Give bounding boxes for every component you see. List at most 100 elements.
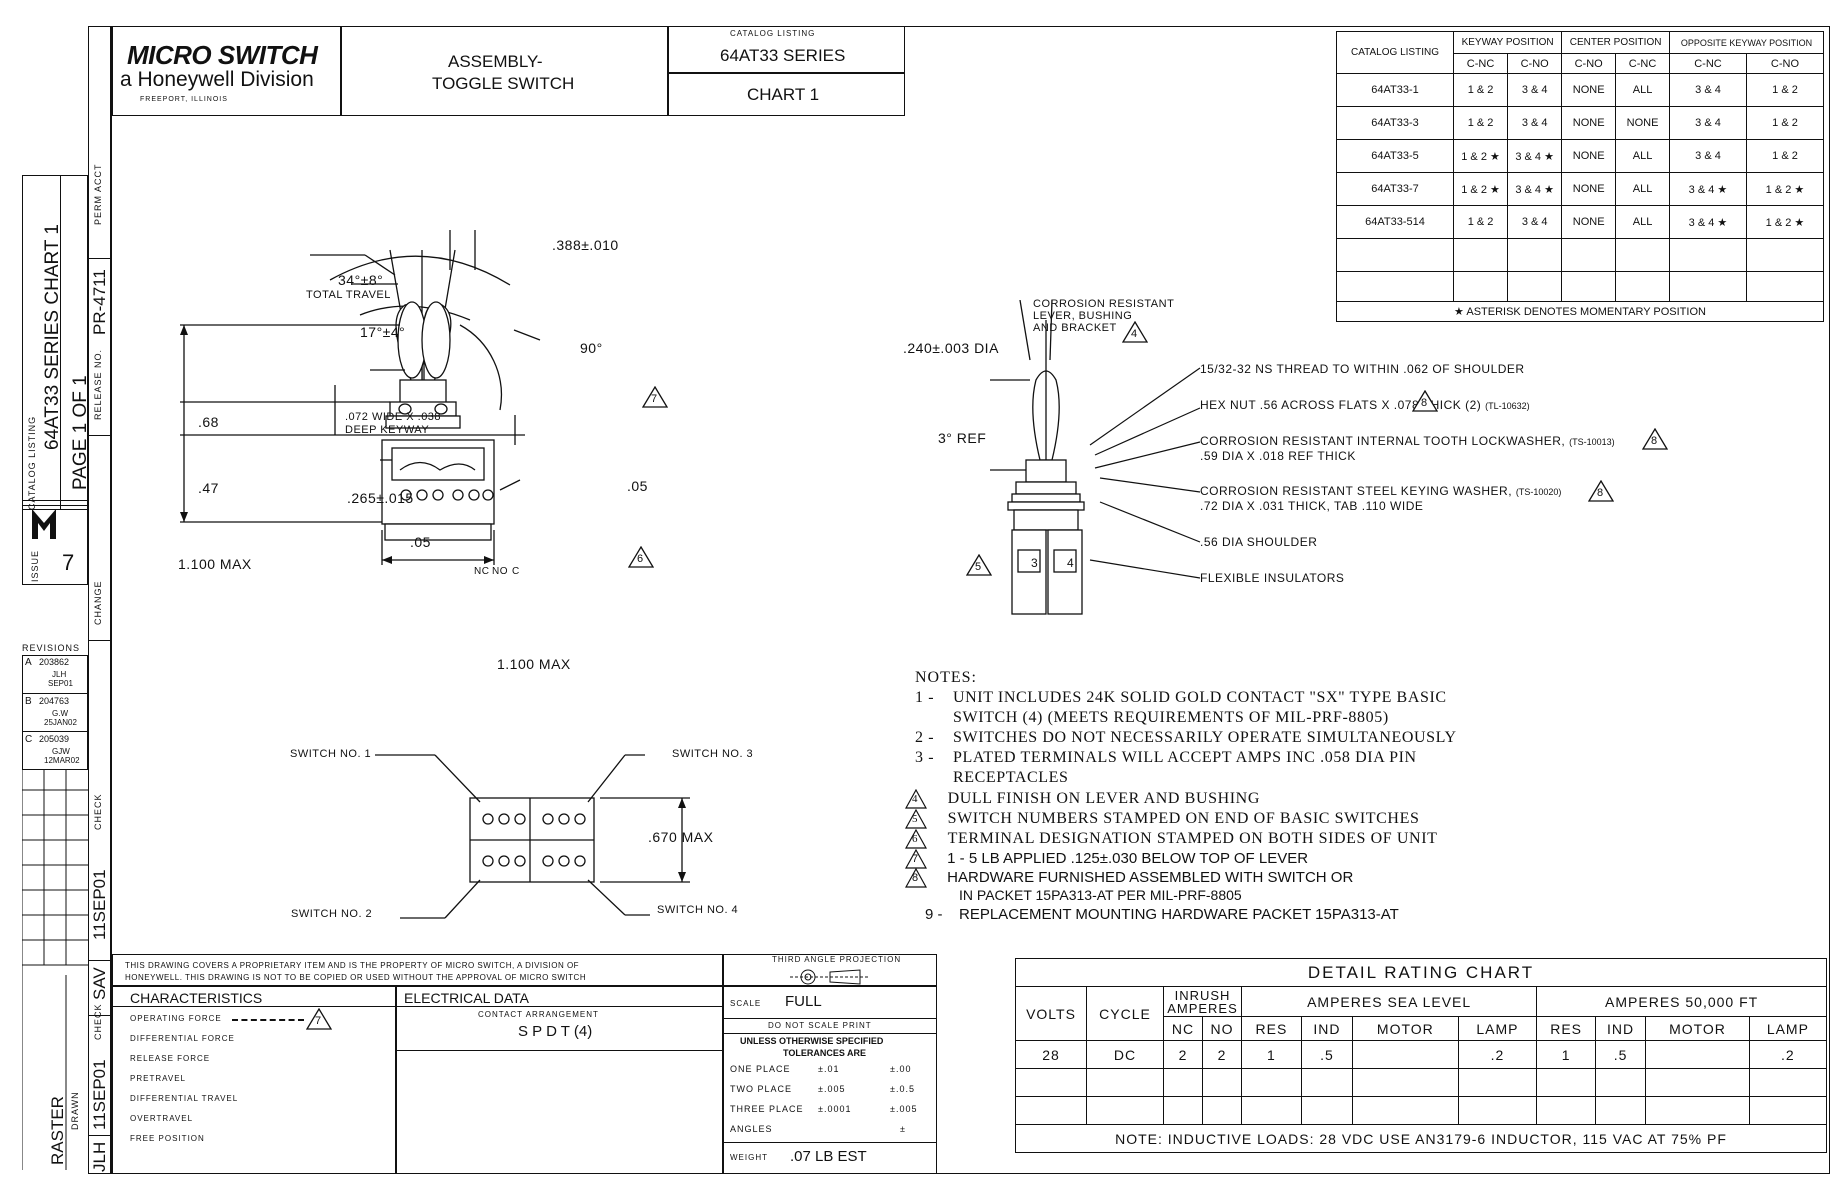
bb-line-h3 (722, 1018, 937, 1019)
flag-4-side: 4 (1121, 320, 1149, 343)
flag-7-front: 7 (641, 385, 669, 408)
bb-line-h1 (112, 985, 937, 987)
rating-sub: IND (1594, 1016, 1647, 1041)
tol-mm: ±.0001 (818, 1104, 852, 1114)
side-keying-2: .72 DIA X .031 THICK, TAB .110 WIDE (1200, 499, 1424, 513)
note-text: TERMINAL DESIGNATION STAMPED ON BOTH SID… (947, 829, 1438, 847)
tol-row: ONE PLACE ±.01 ±.00 (730, 1064, 930, 1074)
front-total-travel-label: TOTAL TRAVEL (306, 289, 391, 301)
catalog-listing-label: CATALOG LISTING (730, 29, 816, 38)
catalog-header-opposite: OPPOSITE KEYWAY POSITION (1669, 31, 1824, 54)
catalog-cell: 64AT33-3 (1336, 106, 1454, 140)
char-row: OPERATING FORCE (130, 1014, 222, 1023)
tol-in: ±.0.5 (890, 1084, 915, 1094)
note-item: 3 -PLATED TERMINALS WILL ACCEPT AMPS INC… (915, 749, 1417, 767)
strip-sep-3 (88, 640, 112, 641)
title-line1: ASSEMBLY- (448, 52, 543, 71)
side-corrosion-1: CORROSION RESISTANT (1033, 298, 1175, 310)
note-text: SWITCHES DO NOT NECESSARILY OPERATE SIMU… (953, 729, 1457, 746)
rating-cell: .5 (1594, 1040, 1647, 1069)
note-flag: 7 (904, 848, 928, 869)
catalog-cell: 3 & 4 (1669, 139, 1747, 173)
char-row: DIFFERENTIAL FORCE (130, 1034, 235, 1043)
revision-date: 12MAR02 (44, 756, 80, 765)
rating-sub: RES (1241, 1016, 1302, 1041)
catalog-cell: 3 & 4 ★ (1669, 205, 1747, 239)
side-corrosion-3: AND BRACKET (1033, 322, 1117, 334)
front-term-nc: NC (474, 566, 490, 577)
side-hex-ref: (TL-10632) (1485, 401, 1530, 411)
side-lockwasher-text: CORROSION RESISTANT INTERNAL TOOTH LOCKW… (1200, 434, 1566, 448)
catalog-subheader: C-NO (1507, 53, 1563, 74)
side-hex-nut-text: HEX NUT .56 ACROSS FLATS X .078 THICK (2… (1200, 398, 1482, 412)
catalog-cell: 64AT33-1 (1336, 73, 1454, 107)
rating-header-volts: VOLTS (1015, 986, 1087, 1041)
rating-sub: IND (1300, 1016, 1354, 1041)
disclaimer-1: THIS DRAWING COVERS A PROPRIETARY ITEM A… (125, 961, 580, 970)
front-dim-05a: .05 (627, 478, 648, 494)
catalog-row: 64AT33-1 1 & 2 3 & 4 NONE ALL 3 & 4 1 & … (1336, 73, 1825, 107)
tol-1: UNLESS OTHERWISE SPECIFIED (740, 1036, 884, 1046)
note-number: 3 - (915, 749, 935, 766)
catalog-cell: 1 & 2 ★ (1452, 172, 1509, 206)
bb-line-h4 (722, 1033, 937, 1034)
bottom-max: .670 MAX (648, 829, 714, 845)
bb-line-v1 (395, 985, 397, 1174)
tol-row: ANGLES ± (730, 1124, 930, 1134)
side-thread: 15/32-32 NS THREAD TO WITHIN .062 OF SHO… (1200, 362, 1525, 376)
catalog-cell: 1 & 2 ★ (1745, 172, 1825, 206)
revision-by: GJW (52, 747, 70, 756)
revision-grid (22, 770, 88, 1170)
bottom-block (112, 954, 937, 1174)
tol-in: ±.005 (890, 1104, 918, 1114)
catalog-cell: NONE (1561, 73, 1617, 107)
characteristics-header: CHARACTERISTICS (130, 990, 263, 1006)
rating-cell: 1 (1536, 1040, 1596, 1069)
weight-label: WEIGHT (730, 1153, 768, 1162)
note-number: 4 (912, 793, 919, 805)
side-sw3: 3 (1031, 556, 1038, 570)
note-text: HARDWARE FURNISHED ASSEMBLED WITH SWITCH… (947, 868, 1354, 886)
char-row: OVERTRAVEL (130, 1114, 194, 1123)
electrical-header: ELECTRICAL DATA (404, 990, 529, 1006)
rating-header-cycle: CYCLE (1086, 986, 1164, 1041)
division-text: a Honeywell Division (120, 68, 314, 91)
tol-mm: ±.005 (818, 1084, 846, 1094)
strip-sep-4 (88, 960, 112, 961)
flag-8-keying: 8 (1587, 479, 1615, 502)
rating-cell: 2 (1202, 1040, 1242, 1069)
note-number: 6 (912, 833, 919, 845)
triangle-flag-icon (627, 545, 655, 568)
issue-label: ISSUE (30, 549, 40, 582)
side-hex-nut: HEX NUT .56 ACROSS FLATS X .078 THICK (2… (1200, 398, 1530, 412)
drawn-label: DRAWN (70, 1091, 80, 1130)
drawn-date: 11SEP01 (90, 1059, 109, 1130)
front-width-max: 1.100 MAX (497, 656, 571, 672)
issue-number: 7 (62, 550, 75, 575)
front-half-angle: 17°±4° (360, 324, 406, 340)
catalog-cell: 1 & 2 (1452, 106, 1509, 140)
catalog-row: 64AT33-3 1 & 2 3 & 4 NONE NONE 3 & 4 1 &… (1336, 106, 1825, 140)
flag-8-hex: 8 (1411, 389, 1439, 412)
flag-number: 8 (1421, 397, 1428, 409)
note-number: 1 - (915, 689, 935, 706)
contact-spdt: S P D T (4) (518, 1023, 593, 1040)
tol-row: TWO PLACE ±.005 ±.0.5 (730, 1084, 930, 1094)
note-item: 6 TERMINAL DESIGNATION STAMPED ON BOTH S… (904, 828, 1438, 849)
catalog-subheader: C-NO (1561, 53, 1617, 74)
note-item: SWITCH (4) (MEETS REQUIREMENTS OF MIL-PR… (915, 709, 1389, 727)
side-keying: CORROSION RESISTANT STEEL KEYING WASHER,… (1200, 484, 1561, 498)
contact-arr-label: CONTACT ARRANGEMENT (478, 1010, 599, 1019)
weight-value: .07 LB EST (790, 1148, 867, 1165)
third-angle-projection-icon (790, 969, 868, 985)
strip-page: PAGE 1 OF 1 (70, 375, 91, 490)
side-lockwasher-2: .59 DIA X .018 REF THICK (1200, 449, 1356, 463)
flag-6-front: 6 (627, 545, 655, 568)
revision-row: B 204763 G.W 25JAN02 (22, 693, 88, 732)
rating-title: DETAIL RATING CHART (1015, 958, 1827, 987)
side-leaders (1089, 367, 1201, 579)
tol-row: THREE PLACE ±.0001 ±.005 (730, 1104, 930, 1114)
op-force-dashes (232, 1019, 304, 1021)
revision-letter: A (25, 657, 32, 668)
rating-cell: .5 (1300, 1040, 1354, 1069)
